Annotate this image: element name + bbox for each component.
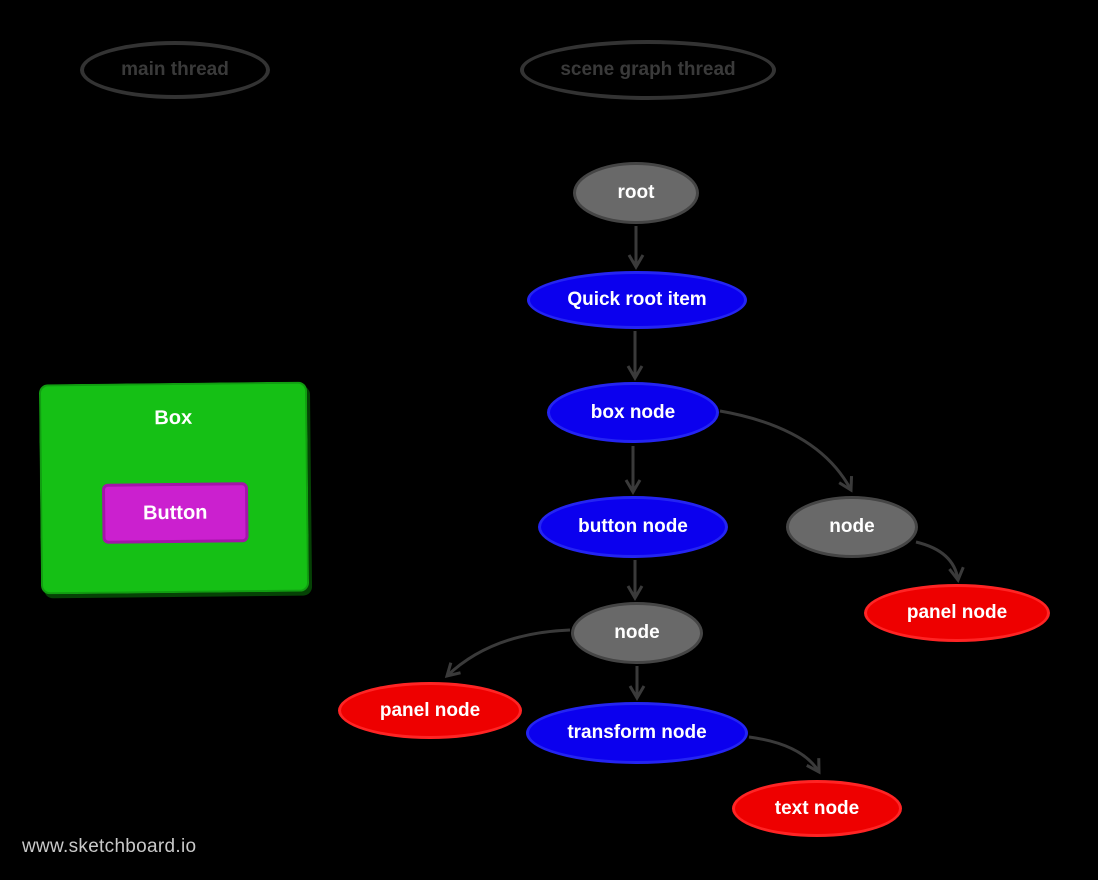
node-label: root: [617, 182, 655, 203]
graph-node-panel-node-left[interactable]: panel node: [338, 682, 522, 739]
node-label: Quick root item: [567, 289, 707, 310]
edge-box-node-node-right[interactable]: [719, 409, 854, 493]
graph-node-root[interactable]: root: [573, 162, 699, 224]
node-label: panel node: [906, 602, 1008, 623]
scene-graph-thread-ellipse[interactable]: scene graph thread: [520, 40, 776, 100]
edge-node-middle-panel-node-left[interactable]: [444, 628, 571, 679]
graph-node-panel-node-right[interactable]: panel node: [864, 584, 1050, 642]
node-label: text node: [774, 797, 860, 819]
node-label: node: [829, 516, 875, 537]
node-label: panel node: [379, 699, 481, 721]
graph-node-text-node[interactable]: text node: [732, 780, 902, 837]
box-label: Box: [154, 406, 193, 430]
button-label: Button: [142, 501, 208, 524]
graph-node-box-node[interactable]: box node: [547, 382, 719, 443]
main-thread-label: main thread: [121, 59, 229, 80]
node-label: transform node: [567, 722, 707, 743]
graph-node-quick-root-item[interactable]: Quick root item: [527, 271, 747, 329]
button-shape[interactable]: Button: [101, 482, 249, 544]
node-label: box node: [590, 401, 676, 423]
scene-graph-thread-label: scene graph thread: [560, 59, 736, 80]
graph-node-node-right[interactable]: node: [786, 496, 918, 558]
watermark-text: www.sketchboard.io: [22, 836, 197, 857]
node-label: button node: [578, 516, 688, 537]
graph-node-node-middle[interactable]: node: [571, 602, 703, 664]
node-label: node: [614, 622, 660, 643]
box-shape[interactable]: Box Button: [38, 381, 310, 595]
graph-node-transform-node[interactable]: transform node: [526, 702, 748, 764]
graph-node-button-node[interactable]: button node: [538, 496, 728, 558]
edge-node-right-panel-node-right[interactable]: [915, 540, 965, 583]
main-thread-ellipse[interactable]: main thread: [80, 41, 270, 99]
edge-transform-node-text-node[interactable]: [748, 735, 821, 775]
